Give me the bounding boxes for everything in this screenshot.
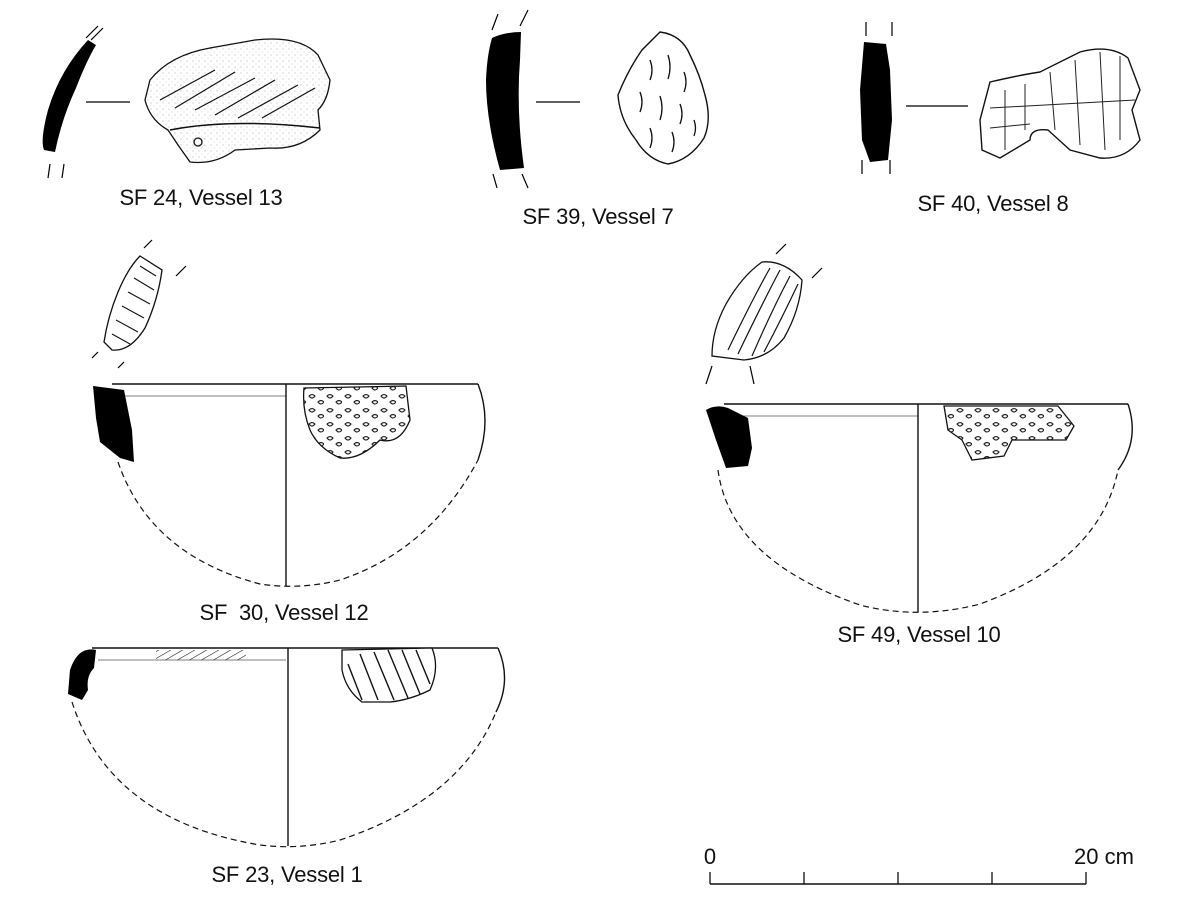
sf39-orientation-tick xyxy=(521,173,529,189)
sf24-orientation-tick xyxy=(47,163,51,179)
sf30-rim-ribs xyxy=(111,265,157,345)
caption-sf30: SF 30, Vessel 12 xyxy=(199,600,368,625)
sf49-orientation-tick xyxy=(749,365,755,385)
sf40-incised-lines xyxy=(989,51,1136,151)
scale-bar-start-label: 0 xyxy=(704,844,716,869)
sherd-sf24 xyxy=(42,25,331,179)
sf39-sherd-face xyxy=(617,31,709,165)
sf24-lower-band xyxy=(169,122,321,131)
sf24-perforation xyxy=(193,137,203,147)
sf24-profile-section xyxy=(42,40,96,152)
sf23-hatched-band xyxy=(156,650,246,660)
sf49-rim-grooves xyxy=(727,267,799,357)
scale-bar-ticks xyxy=(709,872,1087,884)
sf30-orientation-tick xyxy=(143,239,153,249)
caption-sf24: SF 24, Vessel 13 xyxy=(119,185,282,210)
caption-sf49: SF 49, Vessel 10 xyxy=(837,622,1000,647)
sf40-sherd-face xyxy=(979,48,1141,159)
sf23-reconstructed-profile xyxy=(71,701,497,848)
sherd-sf39 xyxy=(486,9,709,189)
sf49-reconstructed-profile xyxy=(717,469,1119,613)
sf49-orientation-tick xyxy=(811,267,823,279)
sf23-decorated-sherd xyxy=(341,647,437,703)
scale-bar-end-label: 20 cm xyxy=(1074,844,1134,869)
sf24-incised-lines xyxy=(159,69,316,119)
rim-fragment-sf49 xyxy=(705,243,823,385)
sf39-orientation-tick xyxy=(519,9,529,27)
sf49-orientation-tick xyxy=(775,243,787,255)
caption-sf23: SF 23, Vessel 1 xyxy=(211,862,362,887)
sf49-outer-wall xyxy=(1117,403,1133,471)
vessel-sf30 xyxy=(93,383,486,587)
vessel-sf23 xyxy=(68,647,506,848)
sf30-outer-wall xyxy=(477,383,486,461)
sherd-sf40 xyxy=(860,22,1141,174)
sf40-profile-section xyxy=(860,42,892,162)
caption-sf40: SF 40, Vessel 8 xyxy=(917,191,1068,216)
sf30-decorated-sherd xyxy=(302,385,411,459)
sf23-diagonal-grooves xyxy=(347,649,431,701)
sf49-orientation-tick xyxy=(705,365,713,385)
vessel-sf49 xyxy=(706,403,1133,613)
sf39-profile-section xyxy=(486,32,524,170)
sf49-decorated-sherd xyxy=(943,405,1075,461)
sf30-orientation-tick xyxy=(175,265,187,277)
scale-bar: 0 20 cm xyxy=(704,844,1134,885)
sf49-profile-section xyxy=(706,406,752,468)
sf24-orientation-tick xyxy=(90,27,104,41)
sf24-orientation-tick xyxy=(61,163,65,179)
sf30-profile-section xyxy=(93,386,134,462)
caption-sf39: SF 39, Vessel 7 xyxy=(522,204,673,229)
sf30-orientation-tick xyxy=(117,361,125,369)
rim-fragment-sf30 xyxy=(91,239,187,369)
sf30-reconstructed-profile xyxy=(117,459,479,587)
sf23-profile-section xyxy=(68,649,96,700)
sf39-orientation-tick xyxy=(492,173,498,189)
sf30-rim-sherd xyxy=(103,255,163,351)
sf23-outer-wall xyxy=(495,647,506,713)
sf39-impressions xyxy=(639,54,697,153)
sf24-sherd-face xyxy=(144,38,331,164)
sf39-orientation-tick xyxy=(491,13,499,31)
sf30-orientation-tick xyxy=(91,351,99,359)
sf24-orientation-tick xyxy=(85,25,99,39)
